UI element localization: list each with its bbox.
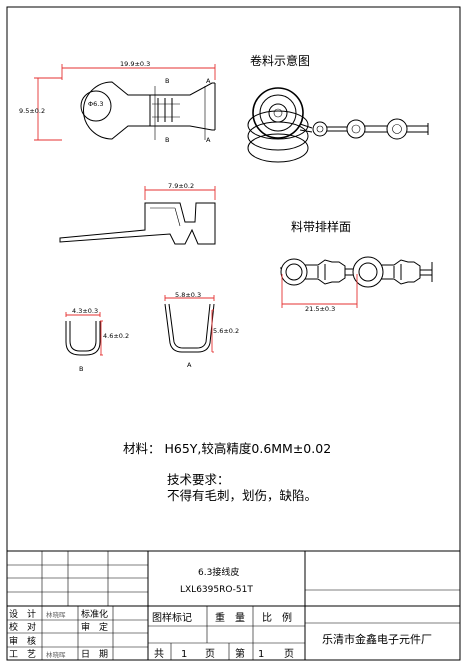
section-a-caption: A: [187, 361, 192, 369]
total-unit: 页: [205, 648, 215, 660]
side-view-dimensions: 7.9±0.2: [144, 182, 216, 200]
section-a-bottom: A: [206, 136, 211, 144]
reel-diagram: [247, 87, 429, 163]
section-b-bottom: B: [165, 136, 169, 144]
terminal-top-view: B B A A Φ6.3: [80, 77, 216, 144]
action-approve: 审 定: [81, 621, 108, 633]
terminal-side-view: [59, 202, 216, 245]
material-note: 材料： H65Y,较高精度0.6MM±0.02: [123, 441, 331, 456]
reel-title: 卷料示意图: [250, 53, 310, 68]
strip-layout-diagram: [280, 256, 433, 288]
part-code: LXL6395RO-51T: [180, 585, 253, 595]
ring-hole: [80, 90, 112, 122]
action-date: 日 期: [81, 649, 108, 660]
total-label: 共: [154, 648, 164, 660]
stamp-design: 林晓晖: [46, 610, 66, 619]
scale-label: 比 例: [262, 611, 292, 624]
sheet-label: 第: [235, 647, 245, 660]
sheet-unit: 页: [284, 648, 294, 660]
width-dimension: 19.9±0.3: [120, 60, 150, 68]
sheet-number: 1: [258, 649, 264, 660]
role-review: 审 核: [9, 635, 36, 647]
part-name: 6.3接线皮: [198, 566, 239, 578]
a-height-dimension: 5.6±0.2: [213, 327, 239, 335]
section-a-top: A: [206, 77, 211, 85]
b-height-dimension: 4.6±0.2: [103, 332, 129, 340]
role-process: 工 艺: [9, 649, 36, 660]
strip-title: 料带排样面: [291, 219, 351, 234]
role-design: 设 计: [9, 608, 36, 620]
strip-pitch-dimension: 21.5±0.3: [281, 274, 358, 313]
title-block: [6, 550, 461, 661]
drawing-mark-label: 图样标记: [152, 611, 192, 624]
total-pages: 1: [181, 649, 187, 660]
section-a-view: 5.8±0.3 5.6±0.2 A: [164, 291, 239, 369]
height-dimension: 9.5±0.2: [19, 107, 45, 115]
b-width-dimension: 4.3±0.3: [72, 307, 98, 315]
section-b-caption: B: [79, 365, 83, 373]
action-standardization: 标准化: [81, 608, 108, 620]
role-check: 校 对: [9, 621, 36, 633]
a-width-dimension: 5.8±0.3: [175, 291, 201, 299]
requirements-text: 不得有毛刺，划伤，缺陷。: [167, 488, 317, 503]
stamp-process: 林晓晖: [46, 650, 66, 659]
weight-label: 重 量: [215, 611, 245, 624]
section-b-top: B: [165, 77, 169, 85]
requirements-title: 技术要求：: [167, 472, 230, 487]
pitch-dimension: 21.5±0.3: [305, 305, 335, 313]
side-length-dimension: 7.9±0.2: [168, 182, 194, 190]
section-b-view: 4.3±0.3 4.6±0.2 B: [65, 307, 129, 373]
hole-dimension: Φ6.3: [88, 100, 103, 108]
company-name: 乐清市金鑫电子元件厂: [322, 632, 432, 646]
top-view-dimensions: 19.9±0.3 9.5±0.2: [19, 60, 216, 141]
